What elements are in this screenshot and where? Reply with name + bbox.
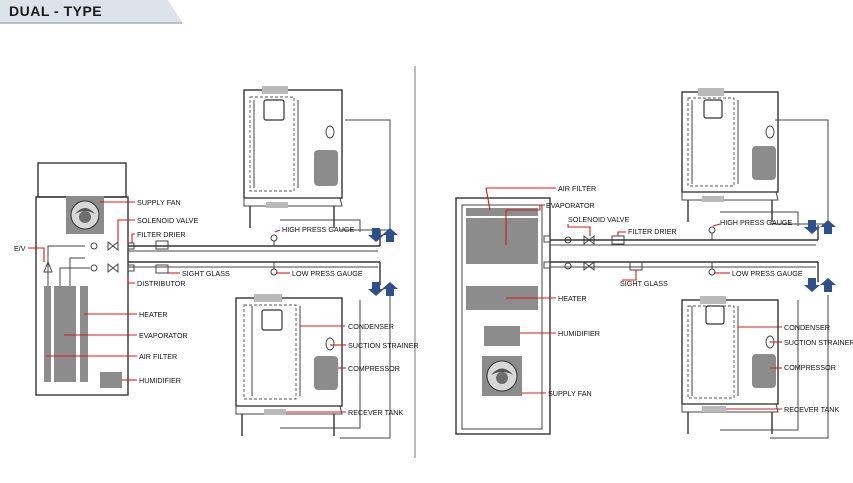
right-refrigerant-lines [550, 119, 829, 439]
label-filter-drier: FILTER DRIER [137, 230, 186, 239]
label-sight-glass-r: SIGHT GLASS [620, 279, 668, 288]
left-outdoor-unit-upper [243, 86, 343, 228]
right-labels: AIR FILTER EVAPORATOR SOLENOID VALVE FIL… [546, 184, 853, 414]
right-air-filter-panel [466, 208, 538, 216]
section-title: DUAL - TYPE [9, 3, 103, 19]
label-receiver-tank: RECEVER TANK [348, 408, 403, 417]
label-compressor: COMPRESSOR [348, 364, 400, 373]
left-humidifier [100, 372, 122, 388]
label-ev: E/V [14, 244, 26, 253]
left-supply-fan [66, 196, 104, 234]
label-suction-strainer: SUCTION STRAINER [348, 341, 419, 350]
label-low-press-gauge-r: LOW PRESS GAUGE [732, 269, 803, 278]
right-supply-fan [482, 356, 522, 396]
left-evaporator-panel [54, 286, 76, 382]
label-condenser: CONDENSER [348, 322, 394, 331]
label-filter-drier-r: FILTER DRIER [628, 227, 677, 236]
label-sight-glass: SIGHT GLASS [182, 269, 230, 278]
label-compressor-r: COMPRESSOR [784, 363, 836, 372]
right-indoor-unit [455, 197, 643, 435]
label-solenoid-valve-r: SOLENOID VALVE [568, 215, 629, 224]
label-receiver-tank-r: RECEVER TANK [784, 405, 839, 414]
left-leader-lines [28, 201, 346, 413]
label-high-press-gauge-r: HIGH PRESS GAUGE [720, 218, 792, 227]
right-panel: AIR FILTER EVAPORATOR SOLENOID VALVE FIL… [455, 88, 853, 439]
right-evaporator-panel [466, 218, 538, 264]
label-air-filter-r: AIR FILTER [558, 184, 596, 193]
left-outdoor-unit-lower [235, 294, 343, 436]
label-evaporator: EVAPORATOR [139, 331, 188, 340]
left-air-filter-panel [44, 286, 51, 382]
label-humidifier-r: HUMIDIFIER [558, 329, 600, 338]
label-high-press-gauge: HIGH PRESS GAUGE [282, 225, 354, 234]
right-outdoor-unit-upper [681, 88, 779, 222]
label-distributor: DISTRIBUTOR [137, 279, 186, 288]
left-indoor-unit [35, 162, 169, 396]
right-outdoor-unit-lower [681, 296, 779, 434]
label-condenser-r: CONDENSER [784, 323, 830, 332]
right-leader-lines [485, 187, 782, 410]
label-heater-r: HEATER [558, 294, 587, 303]
label-heater: HEATER [139, 310, 168, 319]
label-low-press-gauge: LOW PRESS GAUGE [292, 269, 363, 278]
label-solenoid-valve: SOLENOID VALVE [137, 216, 198, 225]
right-humidifier [484, 326, 520, 346]
left-panel: SUPPLY FAN SOLENOID VALVE FILTER DRIER E… [14, 86, 419, 439]
section-header: DUAL - TYPE [0, 0, 182, 24]
right-flow-arrows [804, 220, 836, 292]
label-humidifier: HUMIDIFIER [139, 376, 181, 385]
label-supply-fan: SUPPLY FAN [137, 198, 181, 207]
left-heater-panel [80, 286, 88, 382]
label-air-filter: AIR FILTER [139, 352, 177, 361]
left-labels: SUPPLY FAN SOLENOID VALVE FILTER DRIER E… [14, 198, 419, 417]
header-tab-shape [0, 0, 182, 24]
left-flow-arrows [368, 228, 398, 296]
label-evaporator-r: EVAPORATOR [546, 201, 595, 210]
left-refrigerant-lines [128, 119, 391, 439]
label-suction-strainer-r: SUCTION STRAINER [784, 338, 853, 347]
label-supply-fan-r: SUPPLY FAN [548, 389, 592, 398]
